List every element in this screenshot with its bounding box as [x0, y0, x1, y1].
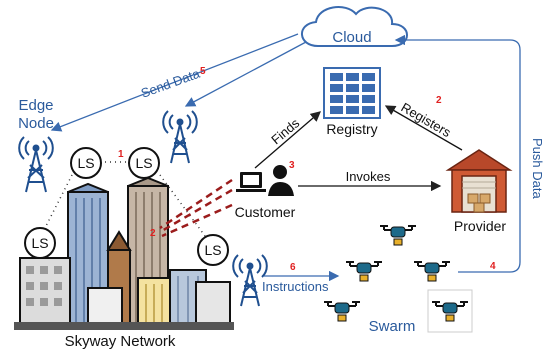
registers-label: Registers	[399, 100, 454, 141]
customer-node: Customer	[235, 165, 296, 220]
edge-instructions: Instructions 6	[262, 262, 340, 294]
registry-icon	[323, 67, 381, 119]
customer-city-links	[159, 178, 233, 238]
step-2-city: 2	[150, 228, 156, 239]
ls-label: LS	[31, 235, 48, 251]
ls-label: LS	[135, 155, 152, 171]
cloud-icon	[301, 6, 408, 47]
drone-icon	[324, 301, 360, 322]
drone-icon	[414, 261, 450, 282]
step-2-registry: 2	[436, 95, 442, 106]
cloud-label: Cloud	[332, 29, 371, 46]
ls-node-4: LS	[197, 234, 229, 266]
edge-push-data: Push Data 4	[394, 34, 545, 273]
edge-finds: Finds	[254, 111, 321, 169]
ls-label: LS	[204, 242, 221, 258]
instructions-antenna-icon	[232, 254, 268, 307]
swarm-label: Swarm	[369, 318, 416, 335]
ls-node-3: LS	[24, 227, 56, 259]
edge-antenna-icon	[18, 136, 54, 193]
step-5: 5	[200, 66, 206, 77]
customer-icon	[236, 165, 294, 196]
ls-node-2: LS	[128, 147, 160, 179]
drone-icon	[346, 261, 382, 282]
ls-label: LS	[77, 155, 94, 171]
edge-send-data: Send Data 5	[50, 33, 307, 132]
send-data-label: Send Data	[139, 65, 203, 100]
step-4: 4	[490, 261, 496, 272]
step-6: 6	[290, 262, 296, 273]
provider-label: Provider	[454, 218, 506, 234]
drone-icon	[380, 225, 416, 246]
push-data-label: Push Data	[530, 138, 545, 199]
registry-node: Registry	[323, 67, 381, 137]
drone-icon	[432, 301, 468, 322]
edge-registers: Registers 2	[384, 95, 463, 151]
edge-node: Edge Node	[18, 97, 54, 193]
city-skyline-icon	[14, 176, 234, 330]
swarm-drones: Swarm	[324, 225, 473, 335]
ls-links	[44, 161, 206, 237]
customer-label: Customer	[235, 204, 296, 220]
step-1: 1	[118, 149, 124, 160]
edge-node-label-line1: Edge	[18, 97, 53, 114]
cloud-node: Cloud	[301, 6, 408, 47]
provider-node: Provider	[445, 149, 513, 234]
registry-label: Registry	[326, 121, 377, 137]
middle-antenna-icon	[162, 110, 198, 164]
edge-node-label-line2: Node	[18, 115, 54, 132]
instructions-label: Instructions	[262, 279, 329, 294]
warehouse-icon	[445, 149, 513, 213]
edge-invokes: Invokes	[298, 169, 442, 192]
invokes-label: Invokes	[346, 169, 391, 184]
step-3: 3	[289, 160, 295, 171]
skyway-network-label: Skyway Network	[65, 333, 176, 350]
ls-node-1: LS	[70, 147, 102, 179]
